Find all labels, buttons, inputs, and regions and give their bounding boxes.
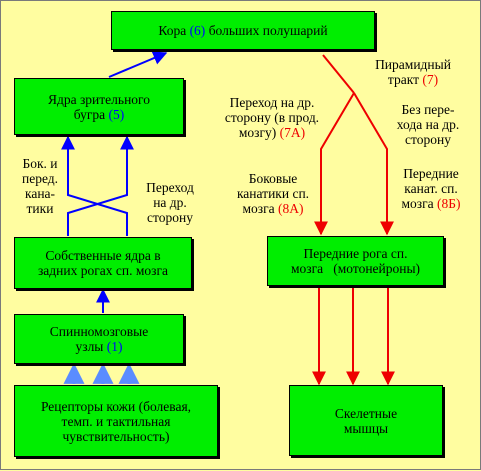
lateral-funiculi-number: (8А)	[278, 201, 304, 216]
lateral-funiculi-motor-label: Боковые канатики сп. мозга (8А)	[236, 171, 310, 216]
cortex-box: Кора (6) больших полушарий	[111, 11, 375, 50]
arrow-uncrossed-tract	[353, 92, 394, 236]
skin-receptors-box: Рецепторы кожи (болевая,темп. и тактильн…	[14, 385, 218, 457]
arrow-crossing-left	[61, 135, 128, 236]
anterior-funiculi-motor-label: Передние канат. сп. мозга (8Б)	[401, 166, 461, 211]
pyramidal-tract-line	[322, 54, 355, 94]
crossing-over-label: Переход на др. сторону	[146, 180, 194, 225]
arrow-crossed-tract	[314, 92, 355, 236]
no-crossing-label: Без пере- хода на др. сторону	[396, 102, 460, 147]
cortex-number: (6)	[189, 23, 206, 38]
anterior-funiculi-number: (8Б)	[437, 196, 461, 211]
thalamus-number: (5)	[108, 106, 125, 122]
crossing-medulla-label: Переход на др. сторону (в прод. мозгу) (…	[224, 95, 320, 140]
arrow-thalamus-to-cortex	[108, 51, 168, 78]
pyramidal-tract-label: Пирамидный тракт (7)	[375, 57, 451, 87]
arrow-crossing-right	[67, 135, 134, 236]
pyramidal-number: (7)	[422, 72, 439, 87]
crossing-medulla-number: (7А)	[279, 125, 306, 140]
anterior-horns-box: Передние рога сп.мозга (мотонейроны)	[267, 236, 444, 286]
ganglia-number: (1)	[106, 339, 123, 354]
lateral-anterior-funiculi-label: Бок. и перед. кана- тики	[21, 156, 59, 216]
